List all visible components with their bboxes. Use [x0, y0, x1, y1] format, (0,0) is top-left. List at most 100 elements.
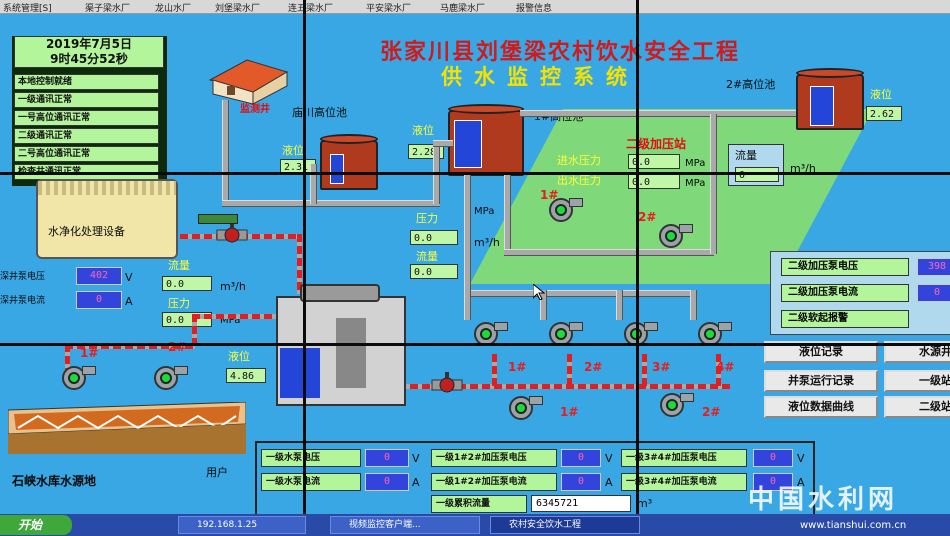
menu-item-system[interactable]: 系统管理[S]: [3, 4, 52, 14]
well-house-icon: [205, 58, 290, 106]
booster-voltage-value: 398: [917, 258, 950, 276]
small-pump-2[interactable]: [656, 391, 694, 419]
tank2-level-value: 2.62: [866, 106, 902, 121]
menu-item-pingan[interactable]: 平安梁水厂: [366, 4, 412, 14]
level-record-button[interactable]: 液位记录: [764, 341, 878, 363]
tank1-pressure-unit: MPa: [474, 206, 495, 217]
deep-well-voltage-label: 深井泵电压: [0, 272, 46, 282]
booster12-current-value: 0: [561, 473, 601, 491]
menu-item-lianwu[interactable]: 连五梁水厂: [288, 4, 334, 14]
taskbar-item-app[interactable]: 农村安全饮水工程: [490, 516, 640, 534]
station1-record-button[interactable]: 一级站记: [884, 370, 950, 392]
status-row: 二级通讯正常: [14, 128, 159, 144]
tank2: [796, 68, 864, 130]
miaochuan-tank-label: 庙川高位池: [292, 106, 347, 119]
small-pump-2-label: 2#: [702, 405, 721, 419]
cumulative-flow-value: 6345721: [531, 495, 631, 512]
cumulative-flow-unit: m³: [637, 497, 653, 510]
deep-well-current-label: 深井泵电流: [0, 296, 46, 306]
main-valve-icon[interactable]: [430, 372, 464, 394]
primary-current-label: 一级水泵电流: [261, 473, 361, 491]
tank1-pressure-value: 0.0: [410, 230, 458, 245]
menu-item-malu[interactable]: 马鹿梁水厂: [440, 4, 486, 14]
booster12-voltage-label: 一级1#2#加压泵电压: [431, 449, 557, 467]
small-pump-1[interactable]: [505, 394, 543, 422]
booster-voltage-label: 二级加压泵电压: [781, 258, 909, 276]
tank2-label: 2#高位池: [726, 78, 776, 91]
valve-handle-icon: [198, 214, 238, 224]
well-water-button[interactable]: 水源井视: [884, 341, 950, 363]
tank1: [448, 104, 524, 176]
station2-flow-unit: m³/h: [790, 162, 816, 175]
tank2-level-label: 液位: [870, 88, 892, 101]
booster-pump-1[interactable]: [545, 196, 583, 224]
pump-record-button[interactable]: 并泵运行记录: [764, 370, 878, 392]
booster-alarm-label: 二级软起报警: [781, 310, 909, 328]
status-row: 二号高位通讯正常: [14, 146, 159, 162]
station2-record-button[interactable]: 二级站记: [884, 396, 950, 418]
booster34-current-label: 一级3#4#加压泵电流: [621, 473, 747, 491]
reservoir-icon: [7, 401, 247, 454]
primary-voltage-label: 一级水泵电压: [261, 449, 361, 467]
primary-pump-1[interactable]: [470, 320, 508, 348]
source-pressure-unit: MPa: [220, 315, 241, 326]
start-button[interactable]: 开始: [0, 515, 72, 535]
primary-pump-2-label: 2#: [584, 360, 603, 374]
menu-item-quzi[interactable]: 渠子梁水厂: [85, 4, 131, 14]
source-flow-value: 0.0: [162, 276, 212, 291]
primary-pump-4[interactable]: [694, 320, 732, 348]
menu-bar: 系统管理[S] 渠子梁水厂 龙山水厂 刘堡梁水厂 连五梁水厂 平安梁水厂 马鹿梁…: [0, 0, 950, 14]
menu-item-liubaoliang[interactable]: 刘堡梁水厂: [215, 4, 261, 14]
tank1-pressure-label: 压力: [416, 212, 438, 225]
primary-pump-1-label: 1#: [508, 360, 527, 374]
menu-item-longshan[interactable]: 龙山水厂: [155, 4, 192, 14]
clear-tank-level-fill: [280, 348, 320, 398]
tank1-flow-label: 流量: [416, 250, 438, 263]
booster34-voltage-unit: V: [797, 452, 805, 465]
outlet-pressure-label: 出水压力: [557, 174, 601, 187]
source-pump-2[interactable]: [150, 364, 188, 392]
station2-flow-box: 流量 0: [728, 144, 784, 186]
taskbar: 开始 192.168.1.25 视频监控客户端... 农村安全饮水工程 www.…: [0, 514, 950, 536]
booster-pump-2[interactable]: [655, 222, 693, 250]
source-flow-label: 流量: [168, 259, 190, 272]
level-curve-button[interactable]: 液位数据曲线: [764, 396, 878, 418]
status-datetime: 2019年7月5日 9时45分52秒: [14, 36, 164, 68]
booster34-voltage-label: 一级3#4#加压泵电压: [621, 449, 747, 467]
menu-item-alarm[interactable]: 报警信息: [516, 4, 553, 14]
booster12-current-label: 一级1#2#加压泵电流: [431, 473, 557, 491]
taskbar-item-video[interactable]: 视频监控客户端...: [330, 516, 480, 534]
status-row: 一级通讯正常: [14, 92, 159, 108]
valve-icon[interactable]: [215, 222, 249, 244]
taskbar-item-remote[interactable]: 192.168.1.25: [178, 516, 306, 534]
primary-voltage-unit: V: [412, 452, 420, 465]
miaochuan-level-label: 液位: [282, 144, 304, 157]
bezel-divider: [636, 0, 639, 536]
tank1-flow-unit: m³/h: [474, 236, 500, 249]
booster12-voltage-unit: V: [605, 452, 613, 465]
status-date: 2019年7月5日: [45, 37, 133, 51]
booster12-current-unit: A: [605, 476, 613, 489]
outlet-pressure-unit: MPa: [685, 178, 706, 189]
source-pump-1[interactable]: [58, 364, 96, 392]
watermark-url: www.tianshui.com.cn: [800, 520, 907, 531]
clear-tank-level-value: 4.86: [226, 368, 266, 383]
tank2-level-fill: [810, 86, 834, 126]
status-row: 一号高位通讯正常: [14, 110, 159, 126]
booster-station-panel: 二级加压泵电压 398 二级加压泵电流 0 二级软起报警: [770, 251, 950, 335]
purification-unit: 水净化处理设备: [36, 179, 178, 259]
booster-current-value: 0: [917, 284, 950, 302]
watermark-text: 中国水利网: [748, 485, 899, 514]
primary-current-value: 0: [365, 473, 409, 491]
user-label: 用户: [206, 466, 228, 479]
small-pump-1-label: 1#: [560, 405, 579, 419]
reservoir-label: 石峡水库水源地: [12, 474, 97, 488]
booster-pump-1-label: 1#: [540, 188, 559, 202]
tank1-level-fill: [454, 120, 482, 168]
booster-current-label: 二级加压泵电流: [781, 284, 909, 302]
status-row: 本地控制就绪: [14, 74, 159, 90]
primary-pump-2[interactable]: [545, 320, 583, 348]
cumulative-flow-label: 一级累积流量: [431, 495, 527, 513]
bezel-divider: [303, 0, 306, 536]
primary-pump-3-label: 3#: [652, 360, 671, 374]
